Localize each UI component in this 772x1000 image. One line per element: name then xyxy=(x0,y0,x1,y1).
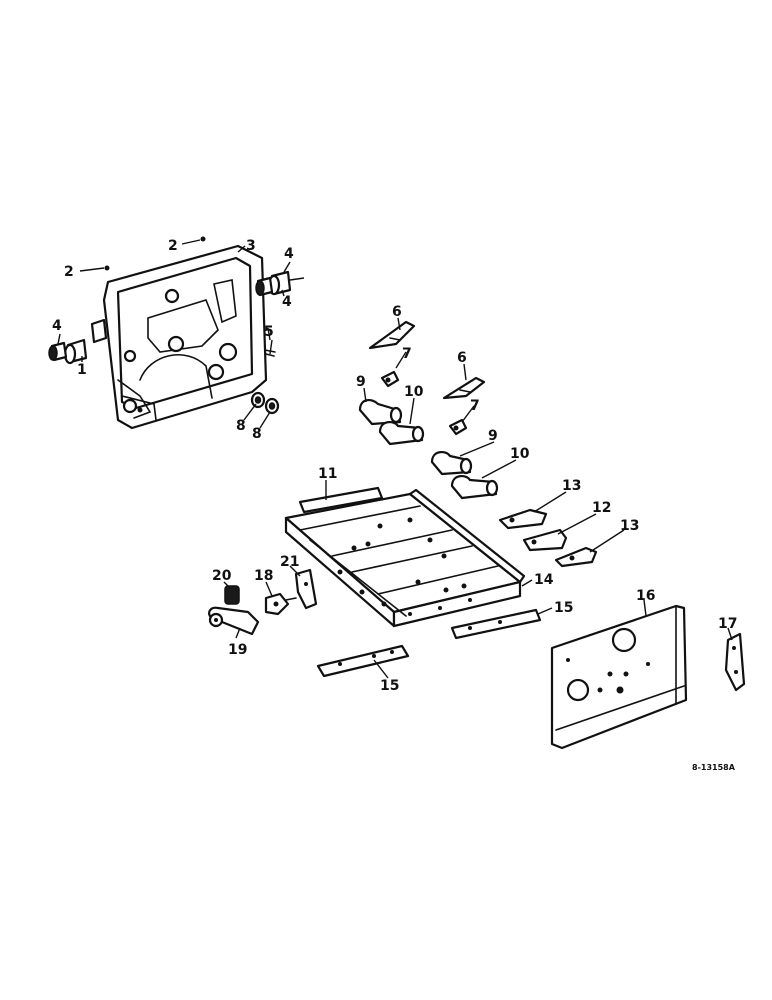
frame-14 xyxy=(284,488,526,628)
callout-15-right: 15 xyxy=(554,600,573,616)
callout-11: 11 xyxy=(318,466,337,482)
callout-10-upper: 10 xyxy=(404,384,424,400)
callout-10-lower: 10 xyxy=(510,446,530,462)
callout-17: 17 xyxy=(718,616,737,632)
callout-9-lower: 9 xyxy=(488,428,498,444)
callout-4-right-top: 4 xyxy=(284,246,294,262)
callout-9-upper: 9 xyxy=(356,374,366,390)
drawing-code: 8-13158A xyxy=(692,763,736,772)
pin-top xyxy=(181,236,206,245)
callout-2-top: 2 xyxy=(168,238,178,254)
callout-20: 20 xyxy=(212,568,232,584)
callout-7-lower: 7 xyxy=(470,398,480,414)
clip-18 xyxy=(264,592,297,616)
pin-left xyxy=(79,265,110,272)
callout-3: 3 xyxy=(246,238,256,254)
bracket-9-upper xyxy=(358,398,403,426)
callout-13-upper: 13 xyxy=(562,478,581,494)
callout-4-left: 4 xyxy=(52,318,62,334)
lever-6-upper xyxy=(368,320,416,350)
callout-18: 18 xyxy=(254,568,273,584)
callout-19: 19 xyxy=(228,642,247,658)
callout-12: 12 xyxy=(592,500,611,516)
callout-8-left: 8 xyxy=(236,418,246,434)
bracket-9-lower xyxy=(430,450,473,476)
spring-20 xyxy=(224,585,240,605)
housing-casting xyxy=(90,244,268,430)
lever-6-lower xyxy=(442,376,486,400)
screw xyxy=(264,339,276,357)
latch-13-lower xyxy=(554,546,598,568)
bracket-10-upper xyxy=(378,420,425,446)
callout-labels: 1 2 2 3 4 4 4 5 6 6 7 7 8 8 9 9 10 10 11… xyxy=(52,238,737,694)
nuts xyxy=(250,391,280,415)
bracket-10-lower xyxy=(450,474,499,500)
latch-13-upper xyxy=(498,508,548,530)
callout-16: 16 xyxy=(636,588,655,604)
strip-15-right xyxy=(450,608,542,640)
bracket-17 xyxy=(724,632,746,692)
callout-7-upper: 7 xyxy=(402,346,412,362)
leader-lines xyxy=(57,245,733,679)
strip-11 xyxy=(298,486,384,514)
bushing-left xyxy=(48,338,88,365)
callout-2-left: 2 xyxy=(64,264,74,280)
callout-6-upper: 6 xyxy=(392,304,402,320)
callout-14: 14 xyxy=(534,572,554,588)
bracket-21 xyxy=(294,568,318,610)
callout-15-bottom: 15 xyxy=(380,678,399,694)
lever-19 xyxy=(208,606,260,636)
bushing-right xyxy=(255,270,305,297)
panel-16 xyxy=(550,604,688,750)
latch-12 xyxy=(522,528,568,552)
callout-5: 5 xyxy=(264,324,274,340)
callout-8-right: 8 xyxy=(252,426,262,442)
strip-15-bottom xyxy=(316,644,410,678)
callout-21: 21 xyxy=(280,554,299,570)
clip-7-upper xyxy=(380,370,400,388)
callout-6-lower: 6 xyxy=(457,350,467,366)
callout-4-right-bottom: 4 xyxy=(282,294,292,310)
clip-7-lower xyxy=(448,418,468,436)
callout-13-lower: 13 xyxy=(620,518,639,534)
callout-1: 1 xyxy=(77,362,87,378)
